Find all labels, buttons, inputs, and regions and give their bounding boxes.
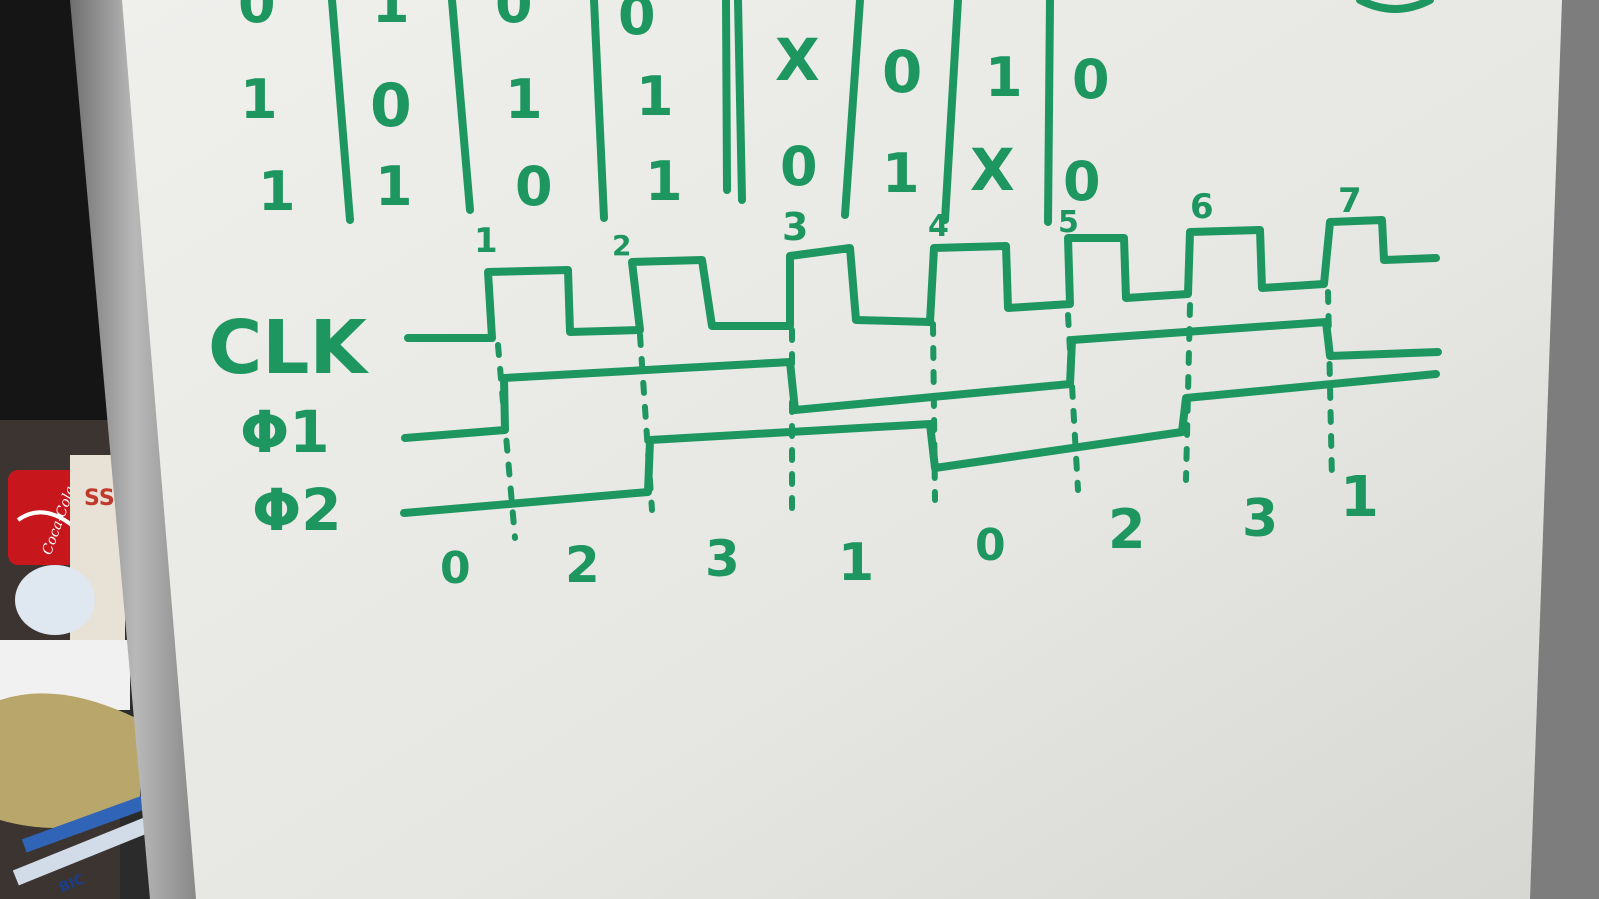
truth-table: 0 1 0 0 1 0 1 1 X 0 1 0 1 1 0 1 0 1 X 0 (238, 0, 1110, 223)
clk-waveform (404, 216, 1440, 342)
soda-can: Coca-Cola (8, 470, 80, 565)
cell: 0 (515, 155, 553, 218)
cell: 1 (636, 65, 674, 128)
phi1-label: Φ1 (240, 398, 330, 466)
whiteboard-surface (122, 0, 1562, 899)
partial-circle-mark (1356, 0, 1434, 13)
cell: 1 (882, 142, 920, 205)
cell: 1 (375, 155, 413, 218)
cell: 0 (370, 71, 412, 141)
state-digit: 2 (565, 536, 600, 594)
clock-edge-numbers: 1 2 3 4 5 6 7 (474, 181, 1362, 262)
edge-number: 4 (928, 209, 949, 244)
cell: 1 (645, 150, 683, 213)
cell: 1 (505, 68, 543, 131)
cell: X (970, 136, 1015, 204)
state-digit: 0 (975, 520, 1006, 571)
cell: 0 (882, 38, 922, 106)
state-digit: 3 (1242, 489, 1278, 549)
state-digit: 1 (838, 533, 874, 593)
edge-number: 6 (1190, 187, 1214, 227)
board-frame-left (70, 0, 200, 899)
cell: X (775, 26, 820, 94)
state-digit: 3 (705, 530, 740, 588)
edge-number: 5 (1058, 205, 1079, 240)
state-digit: 0 (440, 543, 471, 594)
cell: 0 (1072, 48, 1110, 111)
clock-edge-guides (495, 289, 1335, 541)
edge-number: 2 (612, 229, 631, 262)
phi2-label: Φ2 (252, 476, 342, 544)
yarn-bundle (15, 565, 95, 635)
table-column-lines (328, 0, 1054, 226)
box-label-text: SS (84, 486, 115, 511)
clk-label: CLK (208, 305, 369, 391)
cell: 1 (372, 0, 410, 35)
cell: 0 (495, 0, 533, 35)
state-sequence: 0 2 3 1 0 2 3 1 (440, 465, 1379, 594)
cell: 0 (1063, 150, 1101, 213)
cell: 1 (258, 160, 296, 223)
cell: 0 (780, 135, 818, 198)
edge-number: 3 (782, 205, 808, 249)
cell: 1 (985, 46, 1023, 109)
state-digit: 2 (1108, 498, 1146, 561)
cell: 0 (618, 0, 656, 47)
cloth (0, 693, 140, 828)
cell: 1 (240, 68, 278, 131)
state-digit: 1 (1340, 465, 1379, 530)
edge-number: 1 (474, 221, 498, 261)
cell: 0 (238, 0, 276, 35)
edge-number: 7 (1338, 181, 1362, 221)
